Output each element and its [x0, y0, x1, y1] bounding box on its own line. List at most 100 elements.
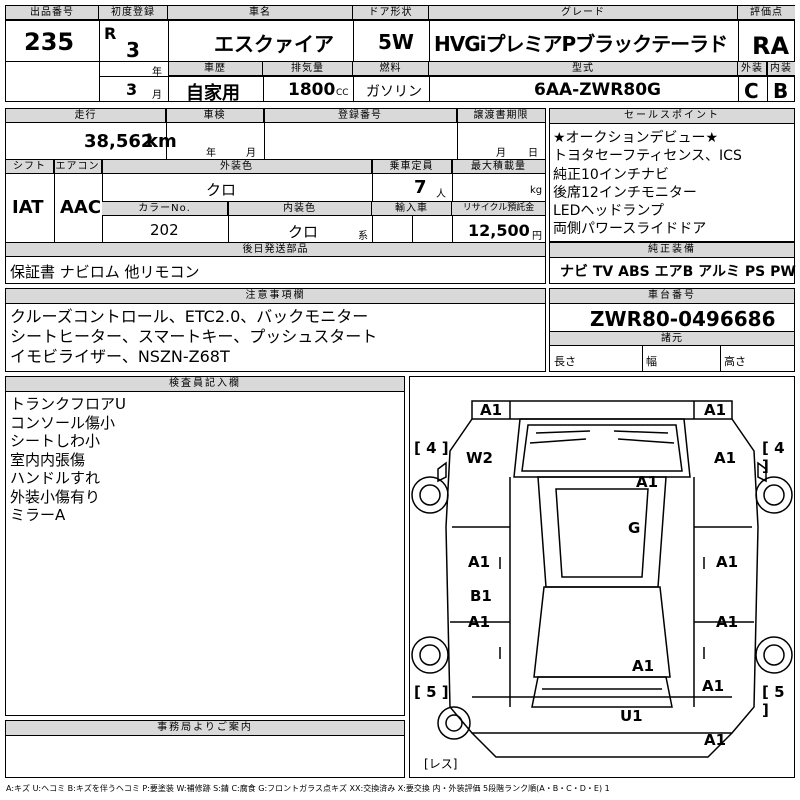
- inspector-note: トランクフロアU: [10, 395, 126, 413]
- reg-year: 3: [126, 38, 140, 62]
- rating-label: 評価点: [738, 6, 795, 20]
- damage-mark: A1: [716, 613, 739, 631]
- history: 自家用: [186, 83, 240, 104]
- displacement: 1800: [288, 80, 336, 100]
- inspector-note: ミラーA: [10, 506, 66, 524]
- yen-unit: 円: [532, 231, 542, 242]
- damage-mark: A1: [704, 401, 727, 419]
- damage-mark: A1: [632, 657, 655, 675]
- car-name-label: 車名: [168, 6, 353, 20]
- genuine-equip-label: 純正装備: [550, 243, 794, 258]
- rating: RA: [752, 32, 790, 60]
- kg-unit: kg: [530, 185, 543, 196]
- reg-month: 3: [126, 80, 138, 99]
- tire-rl-depth: [ 5 ]: [414, 683, 449, 701]
- specs-label: 諸元: [550, 332, 794, 346]
- note-line: クルーズコントロール、ETC2.0、バックモニター: [10, 307, 369, 326]
- transfer-label: 譲渡書期限: [457, 109, 545, 123]
- damage-mark: A1: [716, 553, 739, 571]
- capacity-label: 乗車定員: [372, 160, 452, 174]
- interior-grade: B: [773, 79, 789, 103]
- notes-block: 注意事項欄 クルーズコントロール、ETC2.0、バックモニターシートヒーター、ス…: [5, 288, 546, 372]
- cc-unit: CC: [336, 88, 349, 98]
- era: R: [104, 24, 117, 43]
- damage-diagram: [ 4 ] [ 4 ] [ 5 ] [ 5 ] [レス] A1 A1 W2 A1…: [409, 376, 795, 778]
- max-load-label: 最大積載量: [452, 160, 545, 174]
- spare-tire: [レス]: [424, 757, 458, 771]
- color-no: 202: [150, 221, 179, 239]
- header-block: 出品番号 初度登録 車名 ドア形状 グレード 評価点 235 R 3 年 エスク…: [5, 5, 795, 104]
- capacity: 7: [414, 177, 427, 198]
- recycle-fee: 12,500: [468, 221, 530, 240]
- office-label: 事務局よりご案内: [6, 721, 404, 736]
- office-block: 事務局よりご案内: [5, 720, 405, 778]
- aircon: AAC: [60, 197, 102, 218]
- genuine-equip-block: 純正装備 ナビ TV ABS エアB アルミ PS PW: [549, 242, 796, 284]
- width-label: 幅: [646, 355, 657, 368]
- legend: A:キズ U:ヘコミ B:キズを伴うヘコミ P:要塗装 W:補修跡 S:錆 C:…: [6, 784, 610, 793]
- height-label: 高さ: [724, 355, 746, 368]
- damage-mark: A1: [714, 449, 737, 467]
- tire-rr-depth: [ 5 ]: [762, 683, 785, 719]
- person-unit: 人: [436, 189, 446, 200]
- inspector-note: コンソール傷小: [10, 413, 116, 432]
- sales-point: トヨタセーフティセンス、ICS: [553, 148, 742, 165]
- car-outline: [411, 400, 793, 758]
- grade-label: グレード: [429, 6, 738, 20]
- sales-point: LEDヘッドランプ: [553, 203, 665, 220]
- damage-mark: B1: [470, 587, 492, 605]
- tire-fr-depth: [ 4 ]: [762, 439, 785, 475]
- damage-mark: U1: [620, 707, 643, 725]
- inspector-note: 外装小傷有り: [10, 487, 101, 506]
- aircon-label: エアコン: [54, 160, 102, 174]
- insp-month-unit: 月: [246, 148, 256, 159]
- later-parts: 保証書 ナビロム 他リモコン: [10, 263, 200, 281]
- inspector-note: ハンドルすれ: [10, 469, 101, 487]
- inspector-note: 室内内張傷: [10, 450, 86, 469]
- shift: IAT: [12, 197, 44, 218]
- displacement-label: 排気量: [263, 62, 353, 76]
- damage-mark: A1: [636, 473, 659, 491]
- model-label: 型式: [429, 62, 738, 76]
- damage-mark: A1: [704, 731, 727, 749]
- inspector-label: 検査員記入欄: [6, 377, 404, 392]
- damage-mark: A1: [702, 677, 725, 695]
- chassis-number: ZWR80-0496686: [590, 307, 776, 331]
- ext-color: クロ: [206, 181, 237, 199]
- inspection-label: 車検: [166, 109, 264, 123]
- door-label: ドア形状: [353, 6, 429, 20]
- shift-label: シフト: [6, 160, 54, 174]
- mileage: 38,562: [84, 131, 154, 152]
- fuel-label: 燃料: [353, 62, 429, 76]
- transfer-month-unit: 月: [496, 148, 506, 159]
- fuel: ガソリン: [366, 84, 422, 100]
- sales-point: 両側パワースライドドア: [553, 221, 707, 238]
- sales-points-label: セールスポイント: [550, 109, 794, 124]
- notes-label: 注意事項欄: [6, 289, 545, 304]
- inspector-note: シートしわ小: [10, 432, 101, 450]
- exterior-label: 外装: [738, 62, 767, 76]
- later-parts-label: 後日発送部品: [6, 243, 545, 257]
- chassis-label: 車台番号: [550, 289, 794, 304]
- damage-mark: A1: [480, 401, 503, 419]
- ext-color-label: 外装色: [102, 160, 372, 174]
- vehicle-info-block: 走行 車検 登録番号 譲渡書期限 38,562 km 年 月 月 日 シフト エ…: [5, 108, 546, 284]
- month-unit: 月: [152, 90, 162, 101]
- int-color-label: 内装色: [228, 202, 372, 216]
- genuine-equip: ナビ TV ABS エアB アルミ PS PW: [560, 264, 796, 280]
- history-label: 車歴: [168, 62, 263, 76]
- damage-mark: W2: [466, 449, 493, 467]
- interior-label: 内装: [767, 62, 795, 76]
- length-label: 長さ: [554, 355, 576, 368]
- year-unit: 年: [152, 67, 162, 78]
- recycle-label: リサイクル預託金: [452, 202, 545, 216]
- km-unit: km: [146, 131, 177, 152]
- sales-point: ★オークションデビュー★: [553, 130, 719, 146]
- sales-point: 純正10インチナビ: [553, 166, 669, 183]
- color-no-label: カラーNo.: [102, 202, 228, 216]
- reg-no-label: 登録番号: [264, 109, 457, 123]
- first-reg-label: 初度登録: [99, 6, 168, 20]
- import-label: 輸入車: [372, 202, 452, 216]
